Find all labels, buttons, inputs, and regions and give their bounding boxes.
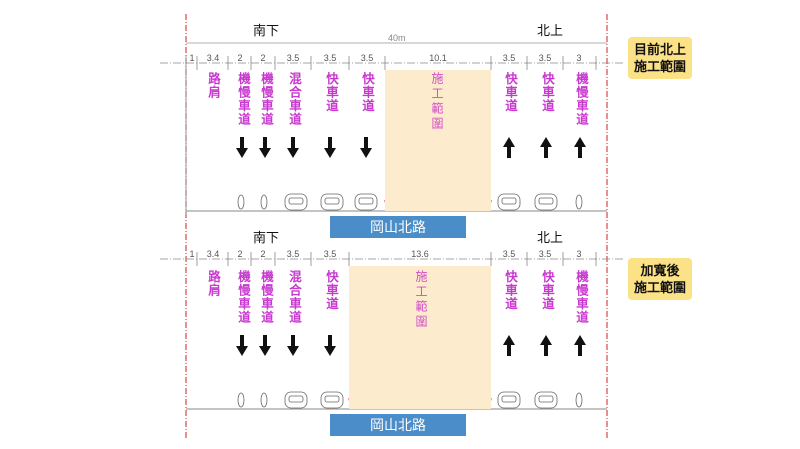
lane-width: 3.5 [502, 53, 516, 63]
car-icon [320, 193, 344, 211]
car-icon [354, 193, 378, 211]
lane-width: 3.4 [206, 53, 220, 63]
down-arrow-icon [324, 335, 336, 356]
lane-label-fast-n2: 快車道 [540, 72, 554, 113]
lane-width: 3.4 [206, 249, 220, 259]
lane-width: 3 [576, 249, 582, 259]
down-arrow-icon [259, 137, 271, 158]
lane-width: 3.5 [538, 249, 552, 259]
lane-label-moto-n-2: 機慢車道 [574, 270, 588, 324]
down-arrow-icon [287, 137, 299, 158]
up-arrow-icon [574, 137, 586, 158]
scooter-icon [260, 194, 268, 210]
scooter-icon [260, 392, 268, 408]
car-icon [497, 193, 521, 211]
lane-width: 3.5 [323, 249, 337, 259]
lane-dividers-2 [196, 252, 597, 266]
lane-width: 1 [189, 53, 195, 63]
up-arrow-icon [540, 137, 552, 158]
phase-label-line1: 目前北上 [634, 42, 687, 57]
lane-width: 3.5 [286, 249, 300, 259]
lane-width: 10.1 [429, 53, 447, 63]
lane-label-shoulder: 路肩 [206, 72, 220, 99]
lane-width: 2 [237, 249, 243, 259]
arrows-2 [236, 335, 586, 356]
lane-label-shoulder-2: 路肩 [206, 270, 220, 297]
phase-label-line2: 施工範圍 [634, 59, 687, 74]
lane-width: 2 [237, 53, 243, 63]
phase-label-line2: 施工範圍 [634, 280, 687, 295]
northbound-label: 北上 [537, 23, 564, 38]
lane-width: 1 [189, 249, 195, 259]
vehicles-2 [237, 391, 583, 409]
up-arrow-icon [503, 137, 515, 158]
total-width-label: 40m [388, 33, 406, 43]
southbound-label-2: 南下 [253, 230, 280, 245]
lane-label-moto1: 機慢車道 [236, 72, 250, 126]
scooter-icon [237, 392, 245, 408]
lane-label-moto2: 機慢車道 [259, 72, 273, 126]
lane-label-moto2-2: 機慢車道 [259, 270, 273, 324]
vehicles-1 [237, 193, 583, 211]
work-zone-current [385, 70, 491, 211]
car-icon [284, 391, 308, 409]
lane-width: 3 [576, 53, 582, 63]
car-icon [497, 391, 521, 409]
lane-width: 3.5 [502, 249, 516, 259]
down-arrow-icon [236, 335, 248, 356]
down-arrow-icon [324, 137, 336, 158]
work-zone-label-current: 施工範圍 [430, 72, 444, 132]
up-arrow-icon [540, 335, 552, 356]
lane-label-moto-n: 機慢車道 [574, 72, 588, 126]
lane-label-fast-n2-2: 快車道 [540, 270, 554, 311]
car-icon [320, 391, 344, 409]
down-arrow-icon [236, 137, 248, 158]
up-arrow-icon [574, 335, 586, 356]
lane-width: 3.5 [538, 53, 552, 63]
down-arrow-icon [287, 335, 299, 356]
lane-label-fast-n1: 快車道 [503, 72, 517, 113]
scooter-icon [237, 194, 245, 210]
up-arrow-icon [503, 335, 515, 356]
lane-dividers-1 [185, 56, 597, 215]
car-icon [534, 193, 558, 211]
work-zone-widened [349, 266, 491, 409]
lane-label-fast2: 快車道 [360, 72, 374, 113]
lane-width: 3.5 [360, 53, 374, 63]
lane-width: 13.6 [411, 249, 429, 259]
down-arrow-icon [259, 335, 271, 356]
lane-label-mixed: 混合車道 [287, 72, 301, 126]
arrows-1 [236, 137, 586, 158]
scooter-icon [575, 392, 583, 408]
lane-width: 3.5 [286, 53, 300, 63]
phase-label-current: 目前北上 施工範圍 [628, 37, 693, 79]
phase-label-widened: 加寬後 施工範圍 [628, 258, 693, 300]
car-icon [534, 391, 558, 409]
lane-label-fast1: 快車道 [324, 72, 338, 113]
lane-width: 3.5 [323, 53, 337, 63]
lane-label-fast1-2: 快車道 [324, 270, 338, 311]
road-name-current: 岡山北路 [330, 216, 466, 238]
lane-label-mixed-2: 混合車道 [287, 270, 301, 324]
car-icon [284, 193, 308, 211]
scooter-icon [575, 194, 583, 210]
lane-label-fast-n1-2: 快車道 [503, 270, 517, 311]
lane-width: 2 [260, 249, 266, 259]
southbound-label: 南下 [253, 23, 280, 38]
phase-label-line1: 加寬後 [640, 263, 680, 278]
road-name-widened: 岡山北路 [330, 414, 466, 436]
lane-label-moto1-2: 機慢車道 [236, 270, 250, 324]
down-arrow-icon [360, 137, 372, 158]
lane-width: 2 [260, 53, 266, 63]
northbound-label-2: 北上 [537, 230, 564, 245]
work-zone-label-widened: 施工範圍 [414, 270, 428, 330]
